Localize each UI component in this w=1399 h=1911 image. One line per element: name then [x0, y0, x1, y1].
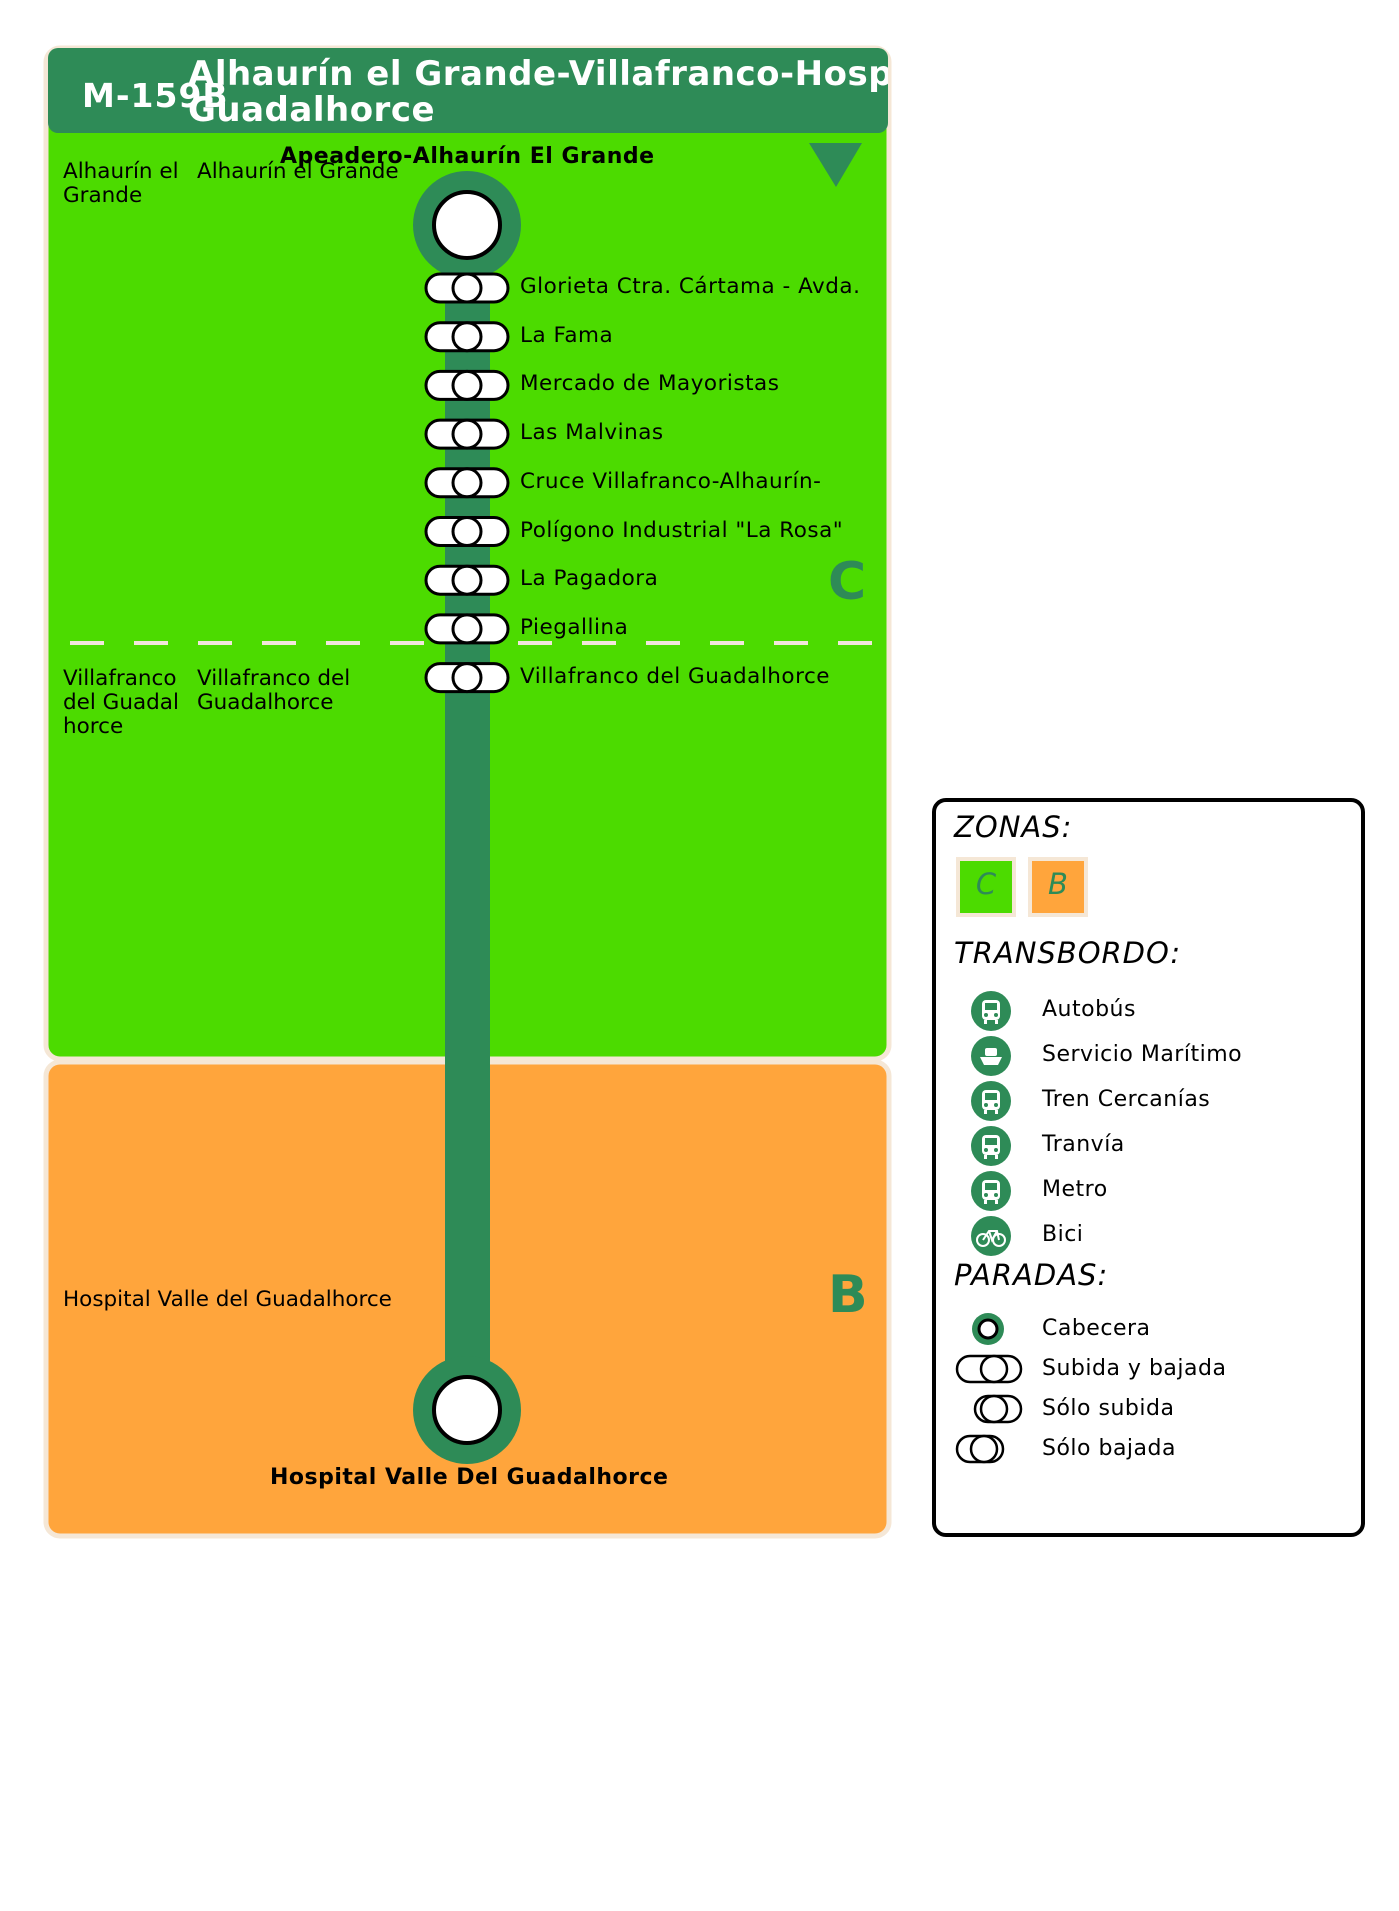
stop-marker [424, 321, 510, 353]
legend-zone-swatch-b: B [1028, 857, 1088, 917]
stop-label: Villafranco del Guadalhorce [520, 663, 830, 689]
stop-label: Polígono Industrial "La Rosa" [520, 517, 844, 543]
legend-zone-letter: C [975, 867, 997, 901]
board-only-stop-icon [973, 1394, 1023, 1424]
bus-icon [971, 991, 1011, 1031]
stop-label: Cruce Villafranco-Alhaurín- [520, 468, 822, 494]
terminal-stop-icon [972, 1313, 1004, 1345]
stop-label: Mercado de Mayoristas [520, 371, 780, 397]
board-alight-stop-icon [955, 1354, 1023, 1384]
legend-zones-title: ZONAS: [954, 810, 1073, 844]
route-title-line2: Guadalhorce [188, 90, 436, 130]
stop-label: Glorieta Ctra. Cártama - Avda. [520, 274, 861, 299]
stop-marker [424, 467, 510, 499]
legend-transfer-label: Servicio Marítimo [1042, 1042, 1243, 1067]
municipality-label: Villafranco del Guadalhorce [63, 666, 179, 739]
legend-stop-type-label: Sólo bajada [1042, 1436, 1176, 1461]
legend-transfer-label: Tren Cercanías [1042, 1087, 1211, 1112]
triangle-down-icon [809, 143, 862, 187]
alight-only-stop-icon [955, 1434, 1005, 1464]
route-line [445, 225, 490, 1410]
stop-label: La Pagadora [520, 566, 659, 592]
legend-zone-letter: B [1048, 867, 1068, 901]
municipality-label: Alhaurín el Grande [197, 159, 399, 184]
legend-stops-title: PARADAS: [954, 1258, 1109, 1292]
legend-zone-swatch-c: C [956, 857, 1016, 917]
legend-transfer-title: TRANSBORDO: [954, 936, 1182, 970]
stop-marker [424, 272, 510, 304]
train-icon [971, 1081, 1011, 1121]
municipality-label: Alhaurín el Grande [63, 159, 179, 208]
metro-icon [971, 1171, 1011, 1211]
stop-markers [424, 272, 510, 694]
stop-marker [424, 613, 510, 645]
stop-label: Piegallina [520, 614, 629, 640]
legend-transfer-label: Tranvía [1042, 1132, 1125, 1157]
zone-c-letter: C [828, 552, 867, 612]
zone-b-letter: B [828, 1265, 868, 1325]
ferry-icon [971, 1036, 1011, 1076]
stop-marker [424, 516, 510, 547]
terminal-end-inner [432, 1375, 502, 1445]
legend-transfer-label: Metro [1042, 1177, 1108, 1202]
terminal-end-label: Hospital Valle Del Guadalhorce [270, 1465, 669, 1490]
stop-label: La Fama [520, 322, 614, 348]
legend-stop-type-label: Cabecera [1042, 1316, 1151, 1341]
municipality-label: Villafranco del Guadalhorce [197, 666, 351, 715]
stop-label: Las Malvinas [520, 420, 664, 446]
route-code: M-159B [82, 76, 229, 115]
tram-icon [971, 1126, 1011, 1166]
stop-marker [424, 418, 510, 450]
terminal-start-label: Apeadero-Alhaurín El Grande [280, 144, 655, 169]
stop-marker [424, 564, 510, 596]
legend-transfer-label: Bici [1042, 1222, 1084, 1247]
route-title-line1: Alhaurín el Grande-Villafranco-Hospital [188, 56, 888, 92]
legend-stop-type-label: Subida y bajada [1042, 1356, 1227, 1381]
stop-marker [424, 369, 510, 401]
terminal-start-inner [432, 190, 502, 260]
legend-transfer-label: Autobús [1042, 997, 1136, 1022]
legend-stop-type-label: Sólo subida [1042, 1396, 1175, 1421]
route-header [48, 48, 888, 133]
stop-marker [424, 662, 510, 694]
municipality-label: Hospital Valle del Guadalhorce [63, 1287, 392, 1312]
bike-icon [971, 1216, 1011, 1256]
